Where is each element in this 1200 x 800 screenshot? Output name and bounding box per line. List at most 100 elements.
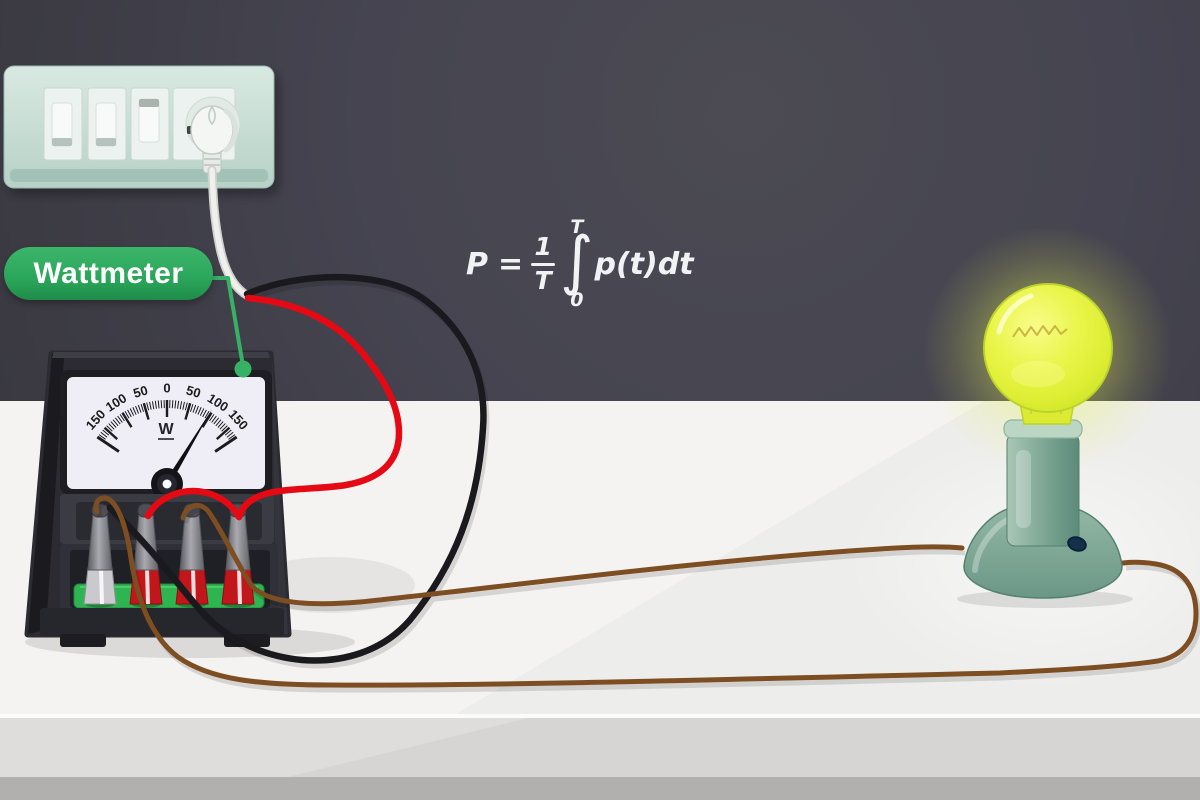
meter-needle xyxy=(162,408,213,490)
dial-tick xyxy=(217,421,224,428)
brown-wire-to-bulb-right xyxy=(93,495,1199,688)
dial-tick xyxy=(112,419,119,427)
dial-tick xyxy=(184,402,188,411)
formula-integral: T ∫ 0 xyxy=(560,218,593,310)
dial-tick xyxy=(182,401,185,410)
dial-face xyxy=(67,377,265,489)
wattmeter-label: Wattmeter xyxy=(4,247,213,300)
wattmeter-label-text: Wattmeter xyxy=(33,256,184,290)
dial-major-tick xyxy=(184,402,192,420)
formula-equals: = xyxy=(498,246,524,282)
dial-tick xyxy=(195,405,199,414)
meter-left-facet xyxy=(28,354,64,634)
dial-major-tick xyxy=(201,412,213,428)
fraction-denominator: T xyxy=(534,265,552,295)
dial-tick xyxy=(204,411,210,419)
power-plug xyxy=(187,105,238,174)
dial-tick xyxy=(135,405,139,414)
table-edge-bottom xyxy=(0,777,1200,800)
meter-foot xyxy=(60,634,106,647)
dial-tick xyxy=(202,409,207,418)
fraction-bar xyxy=(531,262,556,266)
table-edge-line xyxy=(0,714,1200,718)
dial-tick xyxy=(199,408,205,416)
dial-end-bar xyxy=(96,435,120,453)
dial-tick xyxy=(140,403,144,412)
needle xyxy=(162,408,213,490)
dial-tick xyxy=(117,415,123,423)
dial-tick xyxy=(160,400,163,409)
dial-tick xyxy=(124,411,130,419)
outlet-plate-bottom-strip xyxy=(10,169,268,182)
dial-tick xyxy=(174,400,177,409)
fraction-numerator: 1 xyxy=(534,232,552,262)
dial-end-bar xyxy=(214,435,238,453)
needle-pivot-cap xyxy=(162,479,172,489)
dial-tick xyxy=(100,431,108,438)
dial-tick xyxy=(209,414,215,422)
dial-tick xyxy=(146,402,150,411)
dial-tick xyxy=(213,417,220,425)
switch-rocker-band xyxy=(52,138,72,146)
filament xyxy=(1012,325,1068,338)
plug-shading xyxy=(223,108,238,153)
terminal-base-stripe xyxy=(191,568,196,604)
dial-tick xyxy=(211,415,217,423)
dial-tick xyxy=(132,407,137,415)
dial-tick xyxy=(98,434,106,440)
red-jumper-wire xyxy=(144,487,243,521)
bulb-glass-highlight xyxy=(996,293,1034,335)
integral-upper-limit: T xyxy=(570,216,584,239)
dial-tick xyxy=(190,403,194,412)
dial-tick xyxy=(197,407,202,415)
dial-tick xyxy=(226,431,234,438)
formula-integrand: p(t)dt xyxy=(594,246,694,282)
dial-tick xyxy=(108,423,115,430)
terminal-base-stripe xyxy=(237,568,242,604)
dial-tick xyxy=(129,408,135,416)
bulb-inner-sheen xyxy=(1011,361,1065,387)
connector-dot xyxy=(234,360,252,378)
bulb-socket-highlight xyxy=(1016,450,1031,528)
dial-tick xyxy=(137,404,142,413)
formula-fraction: 1 T xyxy=(531,232,556,295)
dial-tick xyxy=(151,401,155,410)
label-connector xyxy=(211,276,252,378)
switch-rocker-band xyxy=(96,138,116,146)
dial-major-tick xyxy=(121,412,133,428)
dial-tick xyxy=(224,429,232,436)
dial-major-tick xyxy=(142,402,150,420)
integral-sign: ∫ xyxy=(560,224,594,299)
dial-tick xyxy=(110,421,117,428)
dial-tick xyxy=(114,417,121,425)
meter-mid-inset xyxy=(76,502,262,540)
wires xyxy=(93,273,1200,693)
power-formula: P = 1 T T ∫ 0 p(t)dt xyxy=(466,204,694,324)
meter-top-bevel xyxy=(52,352,270,358)
dial-tick xyxy=(179,401,183,410)
switch-rocker-band xyxy=(139,99,159,107)
bulb-glass xyxy=(983,283,1113,413)
terminal-base-stripe xyxy=(145,568,150,604)
dial-tick xyxy=(171,400,174,409)
red-wire xyxy=(235,294,403,521)
dial-tick xyxy=(177,400,180,409)
dial-major-tick xyxy=(103,426,119,441)
plug-notch xyxy=(208,105,216,126)
formula-lhs: P xyxy=(466,246,488,282)
dial-major-tick xyxy=(215,426,231,441)
dial-scale-label: 50 xyxy=(184,382,202,400)
dial-tick xyxy=(228,434,236,440)
bulb-base-button xyxy=(1067,536,1087,552)
terminal-base-stripe xyxy=(99,568,104,604)
connector-line xyxy=(211,276,245,368)
unit-label: W xyxy=(158,421,174,438)
dial-tick xyxy=(154,400,157,409)
dial-tick xyxy=(106,425,113,432)
bulb-base-shadow xyxy=(957,590,1133,608)
dial-tick xyxy=(127,409,132,418)
dial-scale-label: 0 xyxy=(163,380,170,395)
